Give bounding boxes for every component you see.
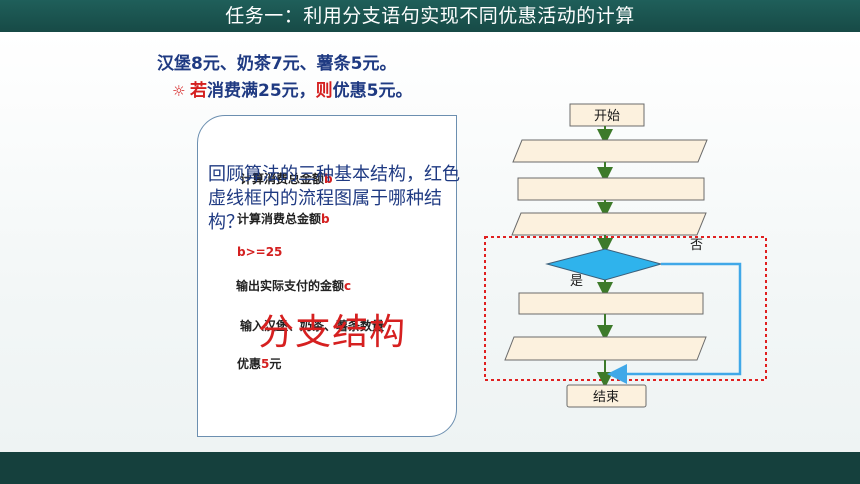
condition-text: 消费满25元， — [207, 81, 316, 101]
step-compute-var-2: b — [321, 212, 330, 226]
then-keyword: 则 — [315, 81, 333, 101]
start-node — [569, 103, 645, 127]
no-label: 否 — [690, 238, 703, 253]
sun-bullet-icon: ☼ — [172, 82, 186, 100]
answer-text: 分支结构 — [258, 312, 407, 353]
no-path-connector — [607, 262, 742, 384]
output-label: 输出实际支付的金额 — [236, 279, 345, 293]
question-text: 回顾算法的三种基本结构，红色虚线框内的流程图属于哪种结构？ — [208, 164, 460, 233]
decision-node — [545, 248, 663, 281]
end-label: 结束 — [593, 390, 619, 405]
step-compute-label: 计算消费总金额 — [240, 172, 325, 186]
input-node — [512, 139, 708, 163]
output-top-node — [511, 212, 707, 236]
step-compute-label-2: 计算消费总金额 — [237, 212, 322, 226]
start-label: 开始 — [594, 109, 620, 124]
price-line: 汉堡8元、奶茶7元、薯条5元。 — [157, 54, 397, 74]
discount-num: 5 — [261, 357, 270, 371]
if-keyword: 若 — [190, 81, 207, 101]
end-node — [566, 384, 647, 408]
discount-step: 优惠5元 — [237, 355, 281, 372]
discount-unit: 元 — [269, 357, 282, 371]
step-compute-var: b — [324, 172, 333, 186]
process-node — [517, 177, 705, 201]
result-text: 优惠5元。 — [332, 81, 413, 101]
question-card — [197, 115, 457, 437]
input-step: 输入汉堡、奶茶、薯条数量 — [240, 319, 385, 333]
discount-node — [518, 292, 704, 315]
output-step: 输出实际支付的金额c — [236, 277, 351, 294]
condition-text-card: b>=25 — [237, 245, 283, 259]
slide-title: 任务一：利用分支语句实现不同优惠活动的计算 — [225, 5, 635, 27]
footer-bar — [0, 452, 860, 484]
step-compute-text: 计算消费总金额b — [237, 210, 330, 227]
step-compute-text-shadow: 计算消费总金额b — [240, 170, 333, 187]
yes-label: 是 — [570, 274, 583, 289]
title-bar: 任务一：利用分支语句实现不同优惠活动的计算 — [0, 0, 860, 32]
discount-pre: 优惠 — [237, 357, 262, 371]
output-bottom-node — [504, 336, 707, 361]
discount-rule-line: ☼若消费满25元，则优惠5元。 — [172, 76, 413, 101]
output-var: c — [344, 279, 352, 293]
